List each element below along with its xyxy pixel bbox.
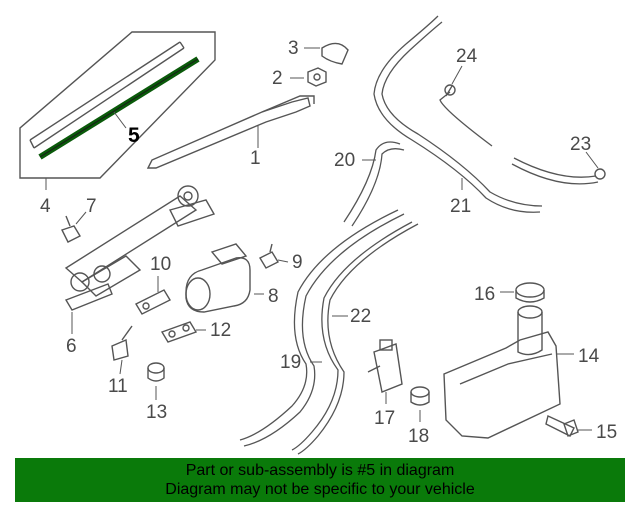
reservoir-cap[interactable]: [515, 282, 545, 303]
callout-1: 1: [250, 148, 261, 169]
callouts: 1 2 3 4 5 6 7 8 9 10 11 12 13 14 15 16 1…: [40, 38, 617, 447]
reservoir-bolt[interactable]: [545, 415, 579, 437]
washer-hoses[interactable]: [239, 15, 599, 455]
banner-line-disclaimer: Diagram may not be specific to your vehi…: [165, 481, 475, 498]
wiper-motor[interactable]: [185, 243, 251, 313]
blade-frame: [29, 41, 185, 149]
pivot-cap[interactable]: [321, 42, 349, 65]
callout-19: 19: [280, 352, 301, 373]
callout-2: 2: [272, 68, 283, 89]
callout-16: 16: [474, 284, 495, 305]
parts-diagram: 1 2 3 4 5 6 7 8 9 10 11 12 13 14 15 16 1…: [19, 15, 617, 455]
callout-9: 9: [292, 252, 303, 273]
wiper-blade-assembly[interactable]: [19, 31, 216, 179]
callout-10: 10: [150, 254, 171, 275]
callout-24: 24: [456, 46, 478, 67]
callout-7: 7: [86, 196, 97, 217]
motor-bolt[interactable]: [259, 243, 279, 269]
wiper-arm[interactable]: [146, 95, 315, 169]
callout-12: 12: [210, 320, 231, 341]
info-banner: Part or sub-assembly is #5 in diagram Di…: [15, 458, 625, 502]
callout-3: 3: [288, 38, 299, 59]
blade-inset-box: [19, 31, 216, 179]
blade-refill-edge: [39, 58, 199, 158]
pump-grommet[interactable]: [410, 386, 430, 406]
callout-22: 22: [350, 306, 371, 327]
washer-reservoir[interactable]: [443, 305, 561, 439]
grommet[interactable]: [147, 362, 165, 382]
callout-4: 4: [40, 196, 51, 217]
callout-11: 11: [108, 376, 128, 397]
callout-18: 18: [408, 426, 429, 447]
callout-21: 21: [450, 196, 471, 217]
wiper-linkage[interactable]: [64, 185, 216, 311]
mounting-bolt[interactable]: [111, 325, 133, 361]
callout-14: 14: [578, 346, 600, 367]
motor-bracket[interactable]: [135, 289, 171, 315]
callout-5: 5: [128, 124, 140, 147]
callout-23: 23: [570, 134, 591, 155]
callout-13: 13: [146, 402, 167, 423]
hose-fittings[interactable]: [444, 84, 606, 180]
callout-20: 20: [334, 150, 355, 171]
linkage-bolt[interactable]: [61, 215, 81, 243]
banner-line-part: Part or sub-assembly is #5 in diagram: [185, 462, 455, 479]
callout-17: 17: [374, 408, 395, 429]
leader-lines: [45, 47, 599, 431]
callout-15: 15: [596, 422, 617, 443]
callout-8: 8: [268, 286, 279, 307]
washer-pump[interactable]: [367, 339, 403, 393]
arm-nut[interactable]: [307, 67, 327, 87]
callout-6: 6: [66, 336, 77, 357]
motor-plate[interactable]: [160, 321, 198, 343]
